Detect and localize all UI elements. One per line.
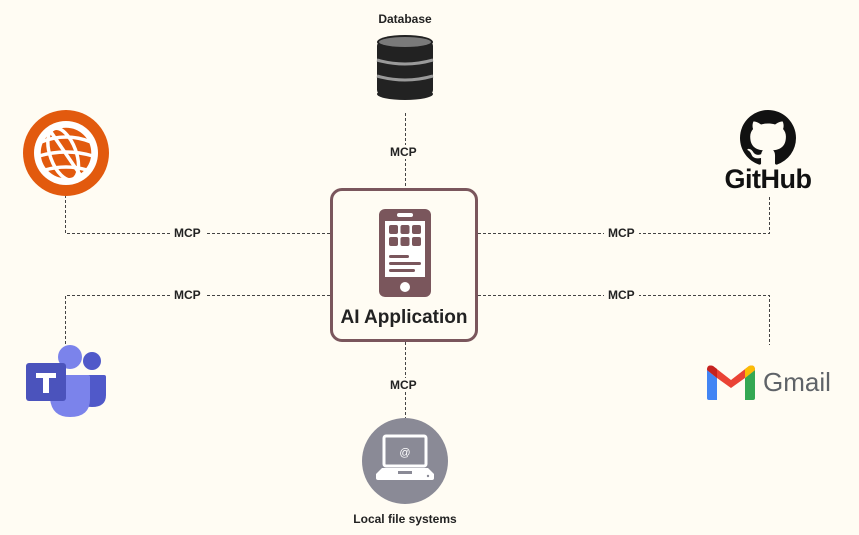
hub-label: AI Application [340, 307, 468, 328]
mcp-label-gmail: MCP [604, 288, 639, 302]
smartphone-icon [379, 209, 431, 297]
github-icon [740, 110, 796, 165]
connector-teams [65, 295, 330, 345]
node-local-files[interactable]: @ Local file systems [335, 418, 475, 526]
github-wordmark: GitHub [724, 164, 812, 194]
globe-icon [23, 110, 109, 196]
svg-text:@: @ [399, 447, 410, 459]
connector-gmail [478, 295, 770, 345]
gmail-wordmark: Gmail [763, 366, 831, 397]
node-database[interactable]: Database [355, 12, 455, 100]
database-icon [376, 35, 434, 100]
node-gmail[interactable]: Gmail [705, 360, 845, 404]
mcp-label-teams: MCP [170, 288, 205, 302]
mcp-label-database: MCP [386, 145, 421, 159]
microsoft-teams-icon [26, 345, 106, 417]
local-files-label: Local file systems [353, 512, 457, 526]
node-web[interactable] [23, 110, 109, 196]
database-label: Database [378, 12, 432, 26]
gmail-icon [707, 365, 755, 400]
mcp-label-github: MCP [604, 226, 639, 240]
node-github[interactable]: GitHub [718, 110, 818, 195]
node-teams[interactable] [24, 343, 108, 419]
mcp-label-web: MCP [170, 226, 205, 240]
connector-github [478, 195, 770, 234]
mcp-label-local-files: MCP [386, 378, 421, 392]
connector-web [65, 195, 330, 234]
laptop-icon: @ [362, 418, 448, 504]
hub-ai-application[interactable]: AI Application [330, 188, 478, 342]
